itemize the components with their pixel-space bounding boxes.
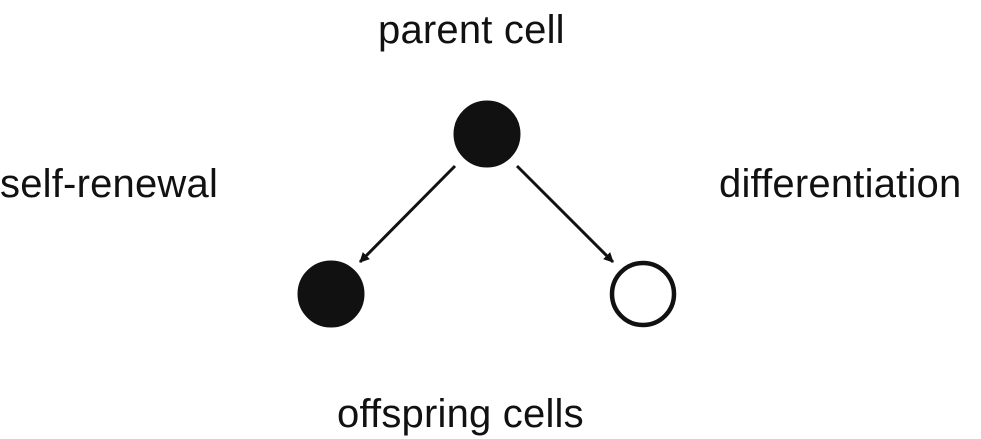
- offspring-cells-label: offspring cells: [337, 392, 584, 436]
- parent-cell-label: parent cell: [378, 8, 565, 52]
- offspring-cell-differentiated: [609, 260, 677, 328]
- differentiation-label: differentiation: [719, 162, 962, 206]
- self-renewal-label: self-renewal: [0, 162, 219, 206]
- differentiation-arrow: [515, 164, 615, 264]
- offspring-cell-self-renewal: [297, 260, 365, 328]
- self-renewal-arrow: [358, 164, 457, 264]
- parent-cell: [453, 100, 521, 168]
